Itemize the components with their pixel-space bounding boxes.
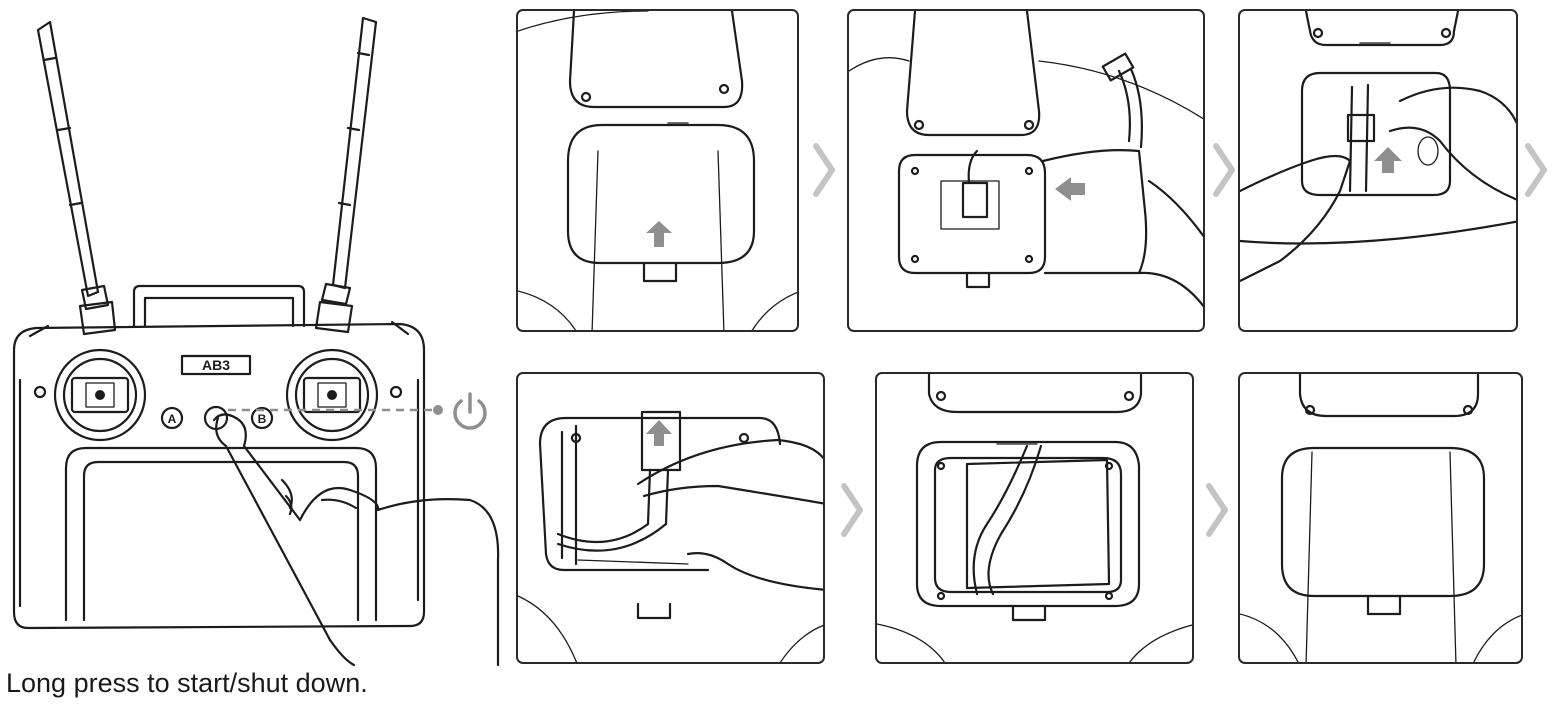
step-panel-4-remove-battery: [516, 372, 825, 664]
instruction-caption: Long press to start/shut down.: [6, 668, 368, 698]
step-panel-5-install-battery: [875, 372, 1194, 664]
button-a-label: A: [168, 412, 177, 426]
chevron-right-icon: [1203, 480, 1231, 540]
step-panel-3-disconnect-plug: [1238, 9, 1518, 332]
step-panel-6-cover-closed: [1238, 372, 1523, 664]
power-icon: [448, 390, 492, 434]
chevron-right-icon: [1210, 140, 1238, 200]
step-panel-1-closed-cover: [516, 9, 799, 332]
step-panel-2-open-cover: [847, 9, 1205, 332]
controller-logo: AB3: [202, 357, 230, 373]
chevron-right-icon: [810, 140, 838, 200]
chevron-right-icon: [838, 480, 866, 540]
button-b-label: B: [258, 412, 267, 426]
controller-illustration: AB3 A B: [0, 0, 510, 667]
chevron-right-icon: [1522, 140, 1550, 200]
